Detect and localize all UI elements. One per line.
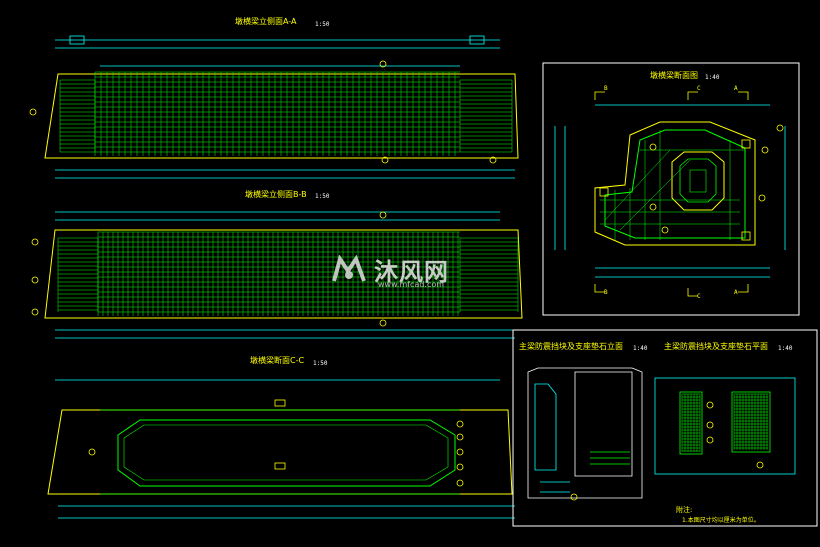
plan-scale: 1:40 [705,74,720,81]
view-a-scale: 1:50 [315,21,330,28]
note-heading: 附注: [676,506,693,514]
section-mark-a-top: A [734,85,738,92]
watermark-text: 沐风网 [374,258,449,286]
view-c-title: 墩横梁断面C-C [250,356,305,365]
view-b-elevation [31,211,523,339]
detail-plan-scale: 1:40 [778,345,793,352]
view-b-scale: 1:50 [315,193,330,200]
view-a-elevation [29,35,519,179]
section-mark-b-bottom: B [604,289,608,296]
detail-elev-title: 主梁防震挡块及支座垫石立面 [519,342,623,351]
plan-section-view [542,62,800,316]
detail-elev-scale: 1:40 [633,345,648,352]
note-text: 1.本图尺寸均以厘米为单位。 [682,517,760,524]
watermark-url: www.mfcad.com [378,280,445,289]
rebar-mesh-b [57,231,519,316]
detail-panel [512,329,818,527]
view-c-scale: 1:50 [313,360,328,367]
section-mark-a-bottom: A [734,289,738,296]
view-a-title: 墩横梁立侧面A-A [235,17,297,26]
watermark: 沐风网 www.mfcad.com [330,252,449,289]
detail-plan-title: 主梁防震挡块及支座垫石平面 [664,342,768,351]
watermark-logo-icon [332,254,366,282]
section-mark-c-bottom: C [697,293,701,300]
section-mark-c-top: C [697,85,701,92]
plan-title: 墩横梁断面图 [650,71,698,80]
rebar-mesh-detail [681,393,768,452]
view-b-title: 墩横梁立侧面B-B [245,190,307,199]
section-mark-b-top: B [604,85,608,92]
rebar-mesh-a [59,71,513,156]
view-c-section [47,379,515,519]
